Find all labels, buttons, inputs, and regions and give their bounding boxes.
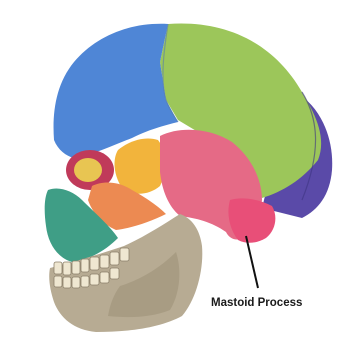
callout-pointer (246, 236, 258, 288)
mastoid-process (228, 198, 275, 242)
mastoid-process-label: Mastoid Process (211, 297, 302, 309)
orbit-inner (74, 158, 102, 182)
frontal-bone (54, 24, 178, 158)
